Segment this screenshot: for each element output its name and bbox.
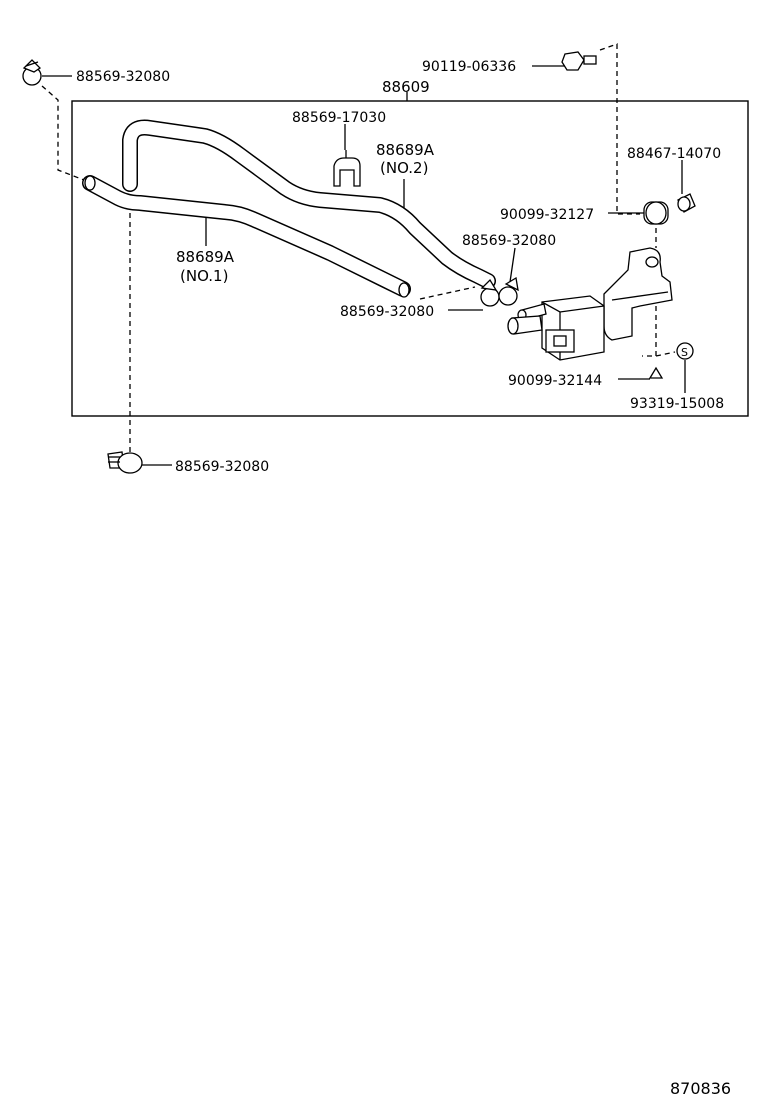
nut-part: [648, 366, 664, 379]
s-part: S: [676, 342, 694, 360]
callout-grommet: 88467-14070: [627, 146, 721, 162]
clip-top-left: [22, 59, 42, 86]
svg-text:S: S: [681, 346, 688, 359]
hose-no2: [122, 119, 496, 289]
grommet-part: [643, 193, 696, 225]
callout-clip-right-lower: 88569-32080: [340, 304, 434, 320]
clip-bottom: [107, 451, 143, 474]
callout-clip-bottom: 88569-32080: [175, 459, 269, 475]
callout-clip-right-upper: 88569-32080: [462, 233, 556, 249]
leader-lines: [42, 65, 686, 466]
assembly-frame: [71, 100, 749, 417]
callout-screw-grommet: 90099-32127: [500, 207, 594, 223]
callout-clip-top-left: 88569-32080: [76, 69, 170, 85]
callout-assembly: 88609: [382, 78, 430, 96]
dashed-lines: [41, 43, 676, 452]
callout-clamp: 88569-17030: [292, 110, 386, 126]
bolt-part: [561, 51, 597, 71]
junction-clips: [480, 276, 519, 307]
clamp-part: [333, 150, 361, 187]
drawing-number: 870836: [670, 1079, 731, 1098]
bracket-part: [603, 247, 673, 341]
vsv-valve: [507, 295, 605, 361]
callout-hose-no2-sub: (NO.2): [380, 159, 428, 177]
callout-hose-no1-part: 88689A: [176, 248, 235, 266]
callout-hose-no1-sub: (NO.1): [180, 267, 228, 285]
hose-no1: [82, 175, 411, 298]
callout-nut: 90099-32144: [508, 373, 602, 389]
callout-s-part: 93319-15008: [630, 396, 724, 412]
callout-hose-no2-part: 88689A: [376, 141, 435, 159]
callout-bolt: 90119-06336: [422, 59, 516, 75]
